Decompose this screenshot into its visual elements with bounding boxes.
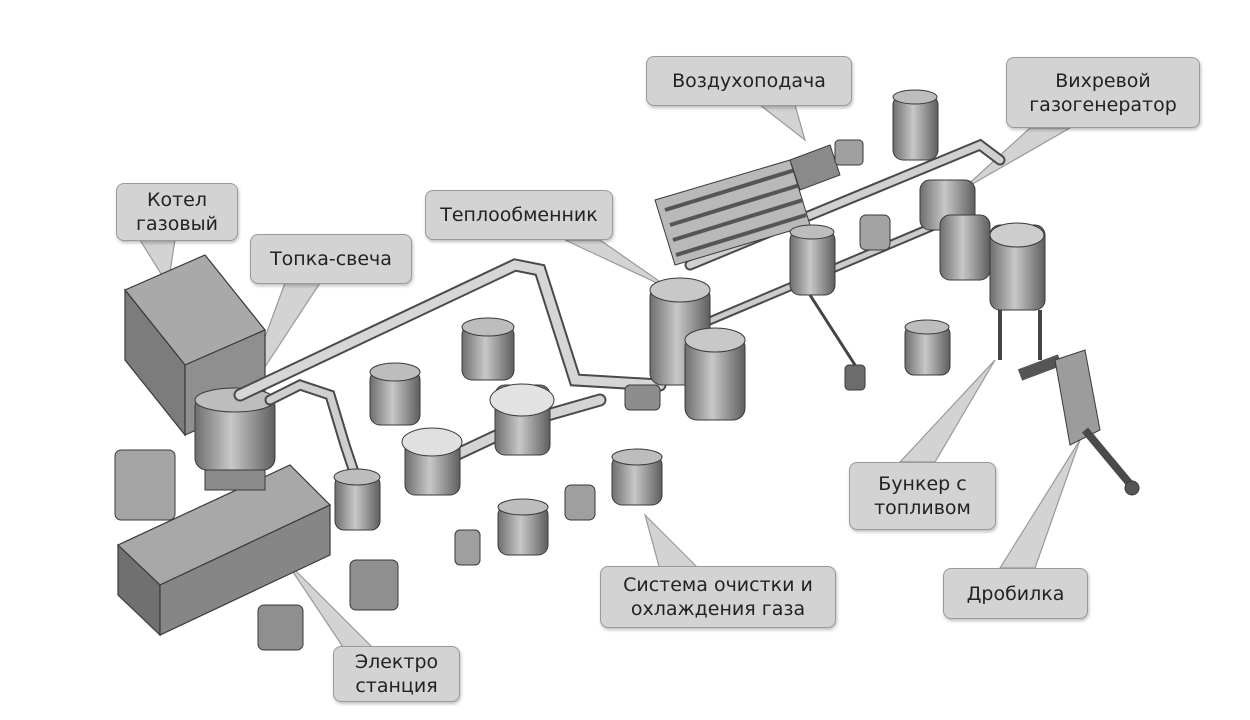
drobilka-pointer <box>998 439 1081 569</box>
callout-kotel-text: Котел газовый <box>136 189 218 235</box>
callout-drobilka: Дробилка <box>943 568 1088 619</box>
callout-sistema-text: Система очистки и охлаждения газа <box>623 574 813 620</box>
callout-elektro-text: Электро станция <box>354 651 439 697</box>
callout-teplo: Теплообменник <box>425 190 613 240</box>
main-pipe <box>233 138 1006 481</box>
furnace-drum <box>194 387 276 491</box>
power-station-box <box>116 464 332 637</box>
callout-bunker: Бункер с топливом <box>849 462 996 530</box>
callout-bunker-text: Бункер с топливом <box>874 473 971 519</box>
callout-drobilka-text: Дробилка <box>966 582 1065 605</box>
cyclone-center <box>789 214 891 391</box>
teplo-pointer <box>564 239 673 291</box>
vihr-pointer <box>961 127 1073 191</box>
callout-sistema: Система очистки и охлаждения газа <box>600 566 836 628</box>
callout-kotel: Котел газовый <box>116 183 238 241</box>
callout-teplo-text: Теплообменник <box>440 204 598 226</box>
callout-vihr: Вихревой газогенератор <box>1006 57 1200 128</box>
sistema-pointer <box>643 512 702 571</box>
vozduh-pointer <box>758 104 807 142</box>
gas-generator <box>892 89 1046 376</box>
callout-vihr-text: Вихревой газогенератор <box>1029 69 1177 116</box>
heat-exchanger <box>649 277 746 421</box>
callout-vozduh: Воздухоподача <box>646 56 852 106</box>
callout-topka-text: Топка-свеча <box>270 248 392 270</box>
callout-vozduh-text: Воздухоподача <box>672 70 826 92</box>
generators <box>114 449 399 651</box>
air-supply <box>654 139 864 266</box>
callout-elektro: Электро станция <box>333 646 460 702</box>
tanks <box>333 317 663 566</box>
crusher <box>1017 349 1140 496</box>
callout-topka: Топка-свеча <box>250 234 412 284</box>
